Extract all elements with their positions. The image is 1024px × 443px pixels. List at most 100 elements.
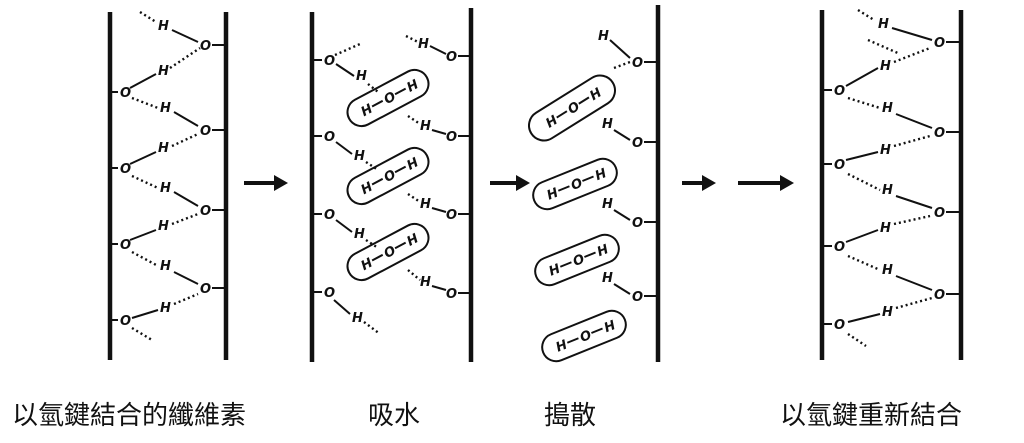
panel-beaten-dispersed: O O O O H H H H H O H	[528, 5, 661, 363]
caption-water-absorption: 吸水	[368, 401, 420, 431]
atom-o: O	[632, 56, 643, 71]
atom-o: O	[382, 243, 399, 261]
hydrogen-atoms: H H H H H H H H	[129, 10, 201, 342]
water-molecule: H O H	[534, 233, 620, 287]
atom-h: H	[418, 37, 429, 52]
atom-o: O	[446, 287, 457, 302]
panel-rebonded-cellulose: O O O O O O O O H H H	[819, 8, 964, 360]
caption-bonded-cellulose: 以氫鍵結合的纖維素	[12, 401, 246, 431]
atom-o: O	[120, 238, 131, 253]
atom-h: H	[359, 256, 376, 274]
atom-o: O	[324, 208, 335, 223]
atom-h: H	[158, 19, 169, 34]
atom-h: H	[602, 271, 613, 286]
atom-o: O	[934, 206, 945, 221]
atom-h: H	[160, 259, 171, 274]
atom-h: H	[405, 231, 422, 249]
atom-o: O	[834, 158, 845, 173]
atom-o: O	[200, 204, 211, 219]
atom-h: H	[160, 181, 171, 196]
atom-h: H	[587, 85, 604, 104]
atom-h: H	[880, 143, 891, 158]
atom-o: O	[834, 240, 845, 255]
atom-o: O	[120, 162, 131, 177]
water-molecule: H O H	[532, 157, 618, 211]
atom-h: H	[882, 101, 893, 116]
atom-o: O	[120, 314, 131, 329]
free-hydroxyl-hydrogens: H H H H	[598, 29, 631, 295]
water-molecule: H O H	[346, 146, 430, 206]
atom-h: H	[882, 183, 893, 198]
atom-h: H	[602, 117, 613, 132]
atom-h: H	[420, 275, 431, 290]
arrow-2	[490, 175, 530, 191]
atom-h: H	[158, 141, 169, 156]
atom-h: H	[158, 64, 169, 79]
atom-h: H	[405, 155, 422, 173]
atom-h: H	[405, 77, 422, 95]
atom-o: O	[571, 252, 587, 270]
panel-bonded-cellulose: O O O O O O O O H H H	[107, 10, 229, 360]
atom-o: O	[446, 130, 457, 145]
atom-o: O	[834, 84, 845, 99]
left-oxygen-groups: O O O O	[312, 54, 335, 301]
atom-h: H	[356, 69, 367, 84]
captions: 以氫鍵結合的纖維素 吸水 搗散 以氫鍵重新結合	[12, 401, 962, 431]
atom-h: H	[882, 305, 893, 320]
atom-h: H	[602, 197, 613, 212]
left-oxygen-groups: O O O O	[822, 84, 845, 333]
atom-h: H	[880, 59, 891, 74]
atom-o: O	[200, 39, 211, 54]
atom-h: H	[354, 149, 365, 164]
atom-h: H	[160, 101, 171, 116]
water-molecule: H O H	[541, 309, 627, 363]
atom-h: H	[547, 262, 563, 280]
right-oxygen-groups: O O O O	[200, 39, 226, 297]
atom-o: O	[120, 86, 131, 101]
arrow-3	[682, 175, 794, 191]
right-oxygen-groups: O O O O	[934, 36, 961, 303]
atom-h: H	[545, 186, 561, 204]
atom-h: H	[359, 180, 376, 198]
atom-h: H	[352, 311, 363, 326]
atom-o: O	[834, 318, 845, 333]
atom-o: O	[632, 290, 643, 305]
left-oxygen-groups: O O O O	[110, 86, 131, 329]
arrow-1	[244, 175, 288, 191]
atom-h: H	[160, 301, 171, 316]
atom-o: O	[324, 286, 335, 301]
atom-h: H	[595, 242, 611, 260]
hydrogen-atoms: H H H H H H H H	[333, 34, 447, 335]
atom-o: O	[200, 124, 211, 139]
atom-o: O	[382, 167, 399, 185]
hydrogen-atoms: H H H H H H H H	[845, 8, 933, 347]
atom-h: H	[878, 17, 889, 32]
atom-o: O	[446, 208, 457, 223]
atom-o: O	[632, 136, 643, 151]
atom-o: O	[934, 126, 945, 141]
atom-h: H	[354, 227, 365, 242]
atom-h: H	[420, 119, 431, 134]
caption-beaten-dispersed: 搗散	[544, 401, 596, 431]
atom-o: O	[446, 50, 457, 65]
atom-o: O	[632, 216, 643, 231]
atom-h: H	[420, 197, 431, 212]
atom-h: H	[882, 263, 893, 278]
atom-h: H	[880, 221, 891, 236]
atom-h: H	[593, 166, 609, 184]
atom-h: H	[602, 318, 618, 336]
caption-rebonded: 以氫鍵重新結合	[780, 401, 962, 431]
panel-water-absorption: O O O O O O O O H O H	[309, 8, 474, 362]
atom-h: H	[359, 102, 376, 120]
atom-o: O	[324, 130, 335, 145]
atom-o: O	[382, 89, 399, 107]
right-oxygen-groups: O O O O	[446, 50, 471, 302]
atom-o: O	[934, 36, 945, 51]
atom-h: H	[598, 29, 609, 44]
atom-o: O	[200, 282, 211, 297]
atom-o: O	[324, 54, 335, 69]
atom-h: H	[554, 338, 570, 356]
atom-o: O	[578, 328, 594, 346]
atom-o: O	[569, 176, 585, 194]
